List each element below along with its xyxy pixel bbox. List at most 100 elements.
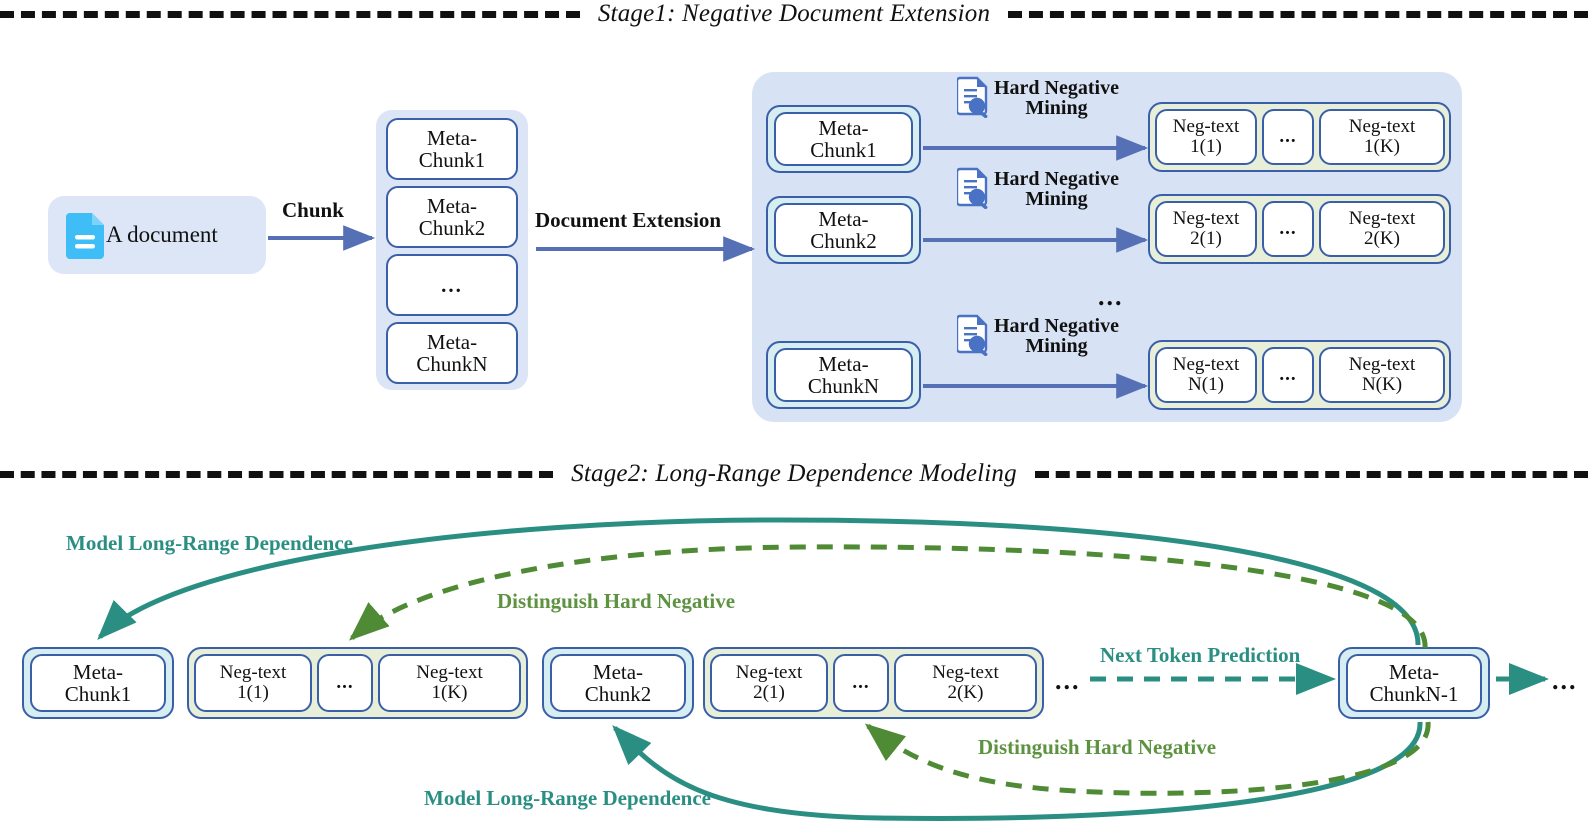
- chunk-line2: ChunkN: [416, 352, 488, 376]
- neg-line2: 2(1): [1190, 228, 1222, 249]
- panel-vertical-ellipsis: ...: [1098, 282, 1124, 311]
- neg-line2: 2(K): [1364, 228, 1400, 249]
- seq-ellipsis: ...: [1055, 666, 1081, 695]
- chunk-line1: Meta-: [426, 125, 478, 150]
- seq-neg-ellipsis: ...: [852, 671, 870, 693]
- neg-line1: Neg-text: [1172, 115, 1240, 137]
- chunk-list-item: Meta-Chunk1: [386, 118, 518, 180]
- divider-line-left: [0, 470, 554, 478]
- chunk-list-item: Meta-ChunkN: [386, 322, 518, 384]
- seq-neg-ellipsis: ...: [336, 671, 354, 693]
- hnm-line1: Hard Negative: [994, 168, 1119, 190]
- seq-chunk-line2: Chunk2: [584, 682, 652, 706]
- source-document-pill: A document: [48, 196, 266, 274]
- hnm-line1: Hard Negative: [994, 315, 1119, 337]
- seq-trailing-ellipsis: ...: [1552, 666, 1578, 695]
- meta-chunk-box: Meta-Chunk1: [774, 112, 913, 166]
- meta-chunk-line2: Chunk1: [810, 138, 877, 162]
- neg-ellipsis: ...: [1279, 217, 1297, 239]
- neg-line2: 1(K): [1364, 136, 1400, 157]
- distinguish-top-label: Distinguish Hard Negative: [497, 589, 736, 613]
- neg-line1: Neg-text: [1348, 207, 1416, 229]
- seq-neg-line1: Neg-text: [219, 661, 287, 683]
- seq-neg-line1: Neg-text: [416, 661, 483, 683]
- hnm-line2: Mining: [1025, 335, 1088, 358]
- neg-line1: Neg-text: [1348, 115, 1416, 137]
- seq-neg-line2: 2(K): [947, 682, 984, 703]
- hnm-line2: Mining: [1025, 97, 1088, 120]
- seq-neg-line2: 1(K): [431, 682, 468, 703]
- source-document-label: A document: [106, 222, 218, 247]
- document-search-icon: [955, 76, 991, 119]
- neg-line2: 1(1): [1190, 136, 1222, 157]
- seq-chunk-line1: Meta-: [72, 659, 124, 684]
- seq-chunk-line2: Chunk1: [64, 682, 132, 706]
- seq-neg-text-box-ellipsis: ...: [833, 654, 889, 712]
- chunk-list-item: Meta-Chunk2: [386, 186, 518, 248]
- neg-line2: N(K): [1361, 374, 1403, 395]
- chunk-list-item-ellipsis: ...: [386, 254, 518, 316]
- model-lrd-top-label: Model Long-Range Dependence: [66, 531, 353, 555]
- meta-chunk-line1: Meta-: [818, 351, 869, 376]
- hnm-line2: Mining: [1025, 188, 1088, 211]
- hard-negative-mining-label: Hard Negative Mining: [994, 169, 1119, 210]
- meta-chunk-line2: ChunkN: [807, 374, 880, 398]
- meta-chunk-line1: Meta-: [818, 115, 869, 140]
- meta-chunk-line1: Meta-: [818, 206, 869, 231]
- chunk-line1: Meta-: [426, 329, 478, 354]
- chunk-line1: Meta-: [426, 193, 478, 218]
- chunk-ellipsis: ...: [441, 272, 463, 297]
- neg-text-box-ellipsis: ...: [1262, 347, 1314, 403]
- neg-line1: Neg-text: [1172, 353, 1240, 375]
- hard-negative-mining-label: Hard Negative Mining: [994, 78, 1119, 119]
- stage1-title: Stage1: Negative Document Extension: [597, 0, 991, 27]
- model-lrd-bottom-label: Model Long-Range Dependence: [424, 786, 711, 810]
- neg-ellipsis: ...: [1279, 125, 1297, 147]
- seq-chunk-line1: Meta-: [1388, 659, 1440, 684]
- neg-line1: Neg-text: [1348, 353, 1416, 375]
- stage1-divider: Stage1: Negative Document Extension: [0, 0, 1588, 27]
- divider-line-right: [1034, 470, 1588, 478]
- neg-line2: N(1): [1188, 374, 1224, 395]
- neg-text-box-ellipsis: ...: [1262, 109, 1314, 165]
- hnm-line1: Hard Negative: [994, 77, 1119, 99]
- meta-chunk-box: Meta-ChunkN: [774, 348, 913, 402]
- seq-neg-text-box-ellipsis: ...: [317, 654, 373, 712]
- chunk-arrow-label: Chunk: [282, 198, 344, 222]
- document-search-icon: [955, 167, 991, 210]
- chunk-line2: Chunk2: [418, 216, 486, 240]
- seq-neg-line1: Neg-text: [932, 661, 999, 683]
- divider-line-right: [1008, 10, 1588, 18]
- meta-chunk-line2: Chunk2: [810, 229, 877, 253]
- seq-meta-chunk-box: Meta-Chunk2: [550, 654, 686, 712]
- neg-ellipsis: ...: [1279, 363, 1297, 385]
- hard-negative-mining-label: Hard Negative Mining: [994, 316, 1119, 357]
- document-icon: [64, 209, 108, 261]
- divider-line-left: [0, 10, 580, 18]
- seq-meta-chunk-box: Meta-ChunkN-1: [1346, 654, 1482, 712]
- chunk-line2: Chunk1: [418, 148, 486, 172]
- stage2-divider: Stage2: Long-Range Dependence Modeling: [0, 460, 1588, 487]
- stage2-title: Stage2: Long-Range Dependence Modeling: [571, 460, 1017, 487]
- seq-chunk-line1: Meta-: [592, 659, 644, 684]
- document-extension-arrow-label: Document Extension: [535, 208, 722, 232]
- seq-chunk-line2: ChunkN-1: [1369, 682, 1459, 706]
- distinguish-bottom-label: Distinguish Hard Negative: [978, 735, 1217, 759]
- next-token-prediction-label: Next Token Prediction: [1100, 643, 1301, 667]
- document-search-icon: [955, 314, 991, 357]
- neg-line1: Neg-text: [1172, 207, 1240, 229]
- seq-neg-line2: 2(1): [753, 682, 785, 703]
- seq-meta-chunk-box: Meta-Chunk1: [30, 654, 166, 712]
- neg-text-box-ellipsis: ...: [1262, 201, 1314, 257]
- seq-neg-line2: 1(1): [237, 682, 269, 703]
